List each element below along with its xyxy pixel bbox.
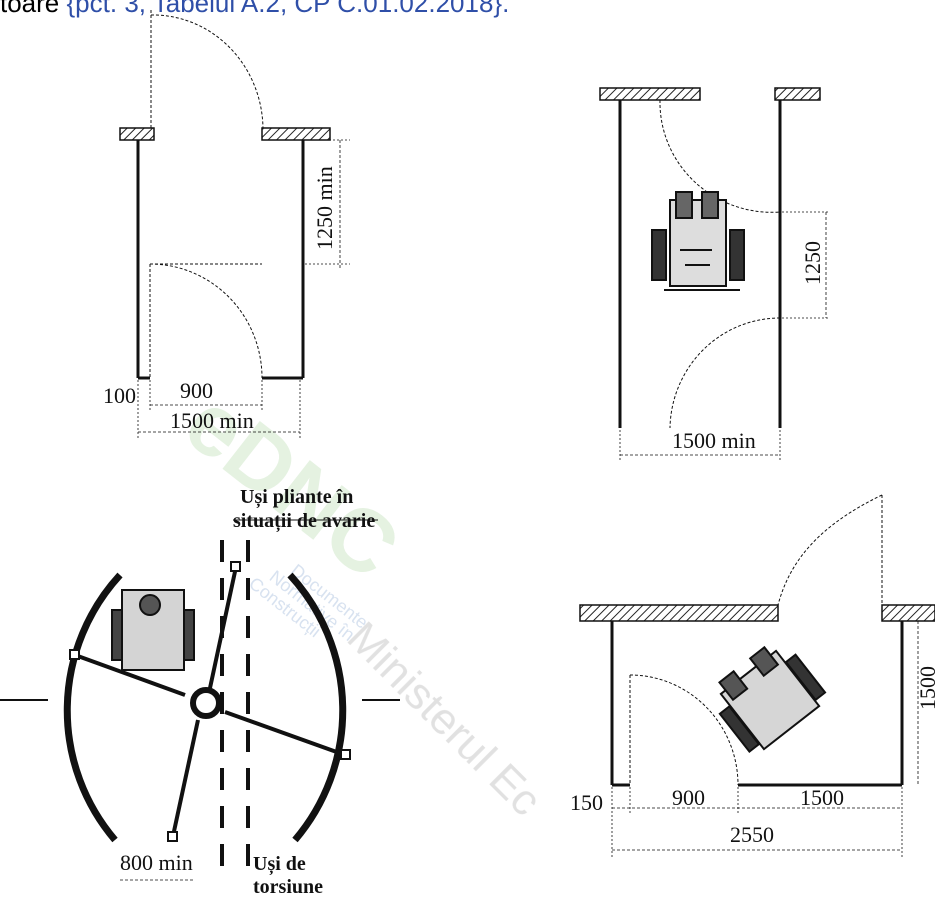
- wheelchair-icon: [651, 191, 745, 291]
- wheelchair-icon: [111, 589, 195, 671]
- lower-door-swing: [669, 317, 781, 429]
- door-wing-4: [171, 719, 200, 837]
- door-wing-2: [224, 710, 346, 757]
- door-wing-1: [74, 653, 186, 697]
- label-emergency-2: situații de avarie: [233, 510, 375, 533]
- label-torsion-1: Uși de: [253, 853, 306, 876]
- label-top-right-depth: 1250: [800, 241, 825, 285]
- label-torsion-2: torsiune: [253, 876, 323, 898]
- upper-door-swing: [150, 14, 264, 131]
- revolving-arc-right: [287, 572, 347, 843]
- label-bottom-right-wall: 150: [570, 790, 603, 815]
- label-top-left-wall: 100: [103, 383, 136, 408]
- wing-end-1: [69, 649, 80, 660]
- wall-block-right: [774, 87, 821, 101]
- label-top-left-depth: 1250 min: [312, 166, 337, 250]
- diagram-bottom-left: [0, 519, 400, 881]
- watermark-logo: eDNC: [168, 372, 418, 598]
- lower-door-swing: [629, 674, 739, 786]
- label-top-left-door: 900: [180, 378, 213, 403]
- label-top-right-width: 1500 min: [672, 428, 756, 453]
- wall-block-left: [579, 604, 779, 622]
- watermark: eDNC Documente Normative în Construcții …: [168, 372, 551, 825]
- wheelchair-icon: [718, 645, 827, 754]
- header-text: toare {pct. 3, Tabelul A.2, CP C.01.02.2…: [0, 0, 509, 19]
- wing-end-3: [230, 561, 241, 572]
- label-800-min: 800 min: [120, 850, 193, 875]
- wing-end-2: [340, 749, 351, 760]
- label-bottom-right-total: 2550: [730, 822, 774, 847]
- diagram-top-right: [599, 87, 830, 460]
- header-word: toare: [0, 0, 60, 18]
- lower-door-swing: [149, 263, 263, 379]
- label-bottom-right-depth: 1500: [915, 666, 935, 710]
- wall-block-right: [881, 604, 935, 622]
- label-top-left-width: 1500 min: [170, 408, 254, 433]
- upper-door-swing: [659, 99, 781, 213]
- revolving-pivot: [190, 687, 222, 719]
- label-bottom-right-door: 900: [672, 785, 705, 810]
- diagram-top-left: [119, 10, 350, 440]
- wing-end-4: [167, 831, 178, 842]
- revolving-arc-left: [63, 572, 123, 843]
- diagram-bottom-right: [579, 494, 935, 858]
- wall-block-left: [599, 87, 701, 101]
- label-bottom-right-clear: 1500: [800, 785, 844, 810]
- header-reference: {pct. 3, Tabelul A.2, CP C.01.02.2018}.: [66, 0, 510, 18]
- wall-block-left: [119, 127, 155, 141]
- label-emergency-1: Uși pliante în: [240, 486, 353, 509]
- watermark-ministry: Ministerul Ec: [338, 612, 551, 825]
- upper-door-swing: [777, 494, 883, 606]
- wall-block-right: [261, 127, 331, 141]
